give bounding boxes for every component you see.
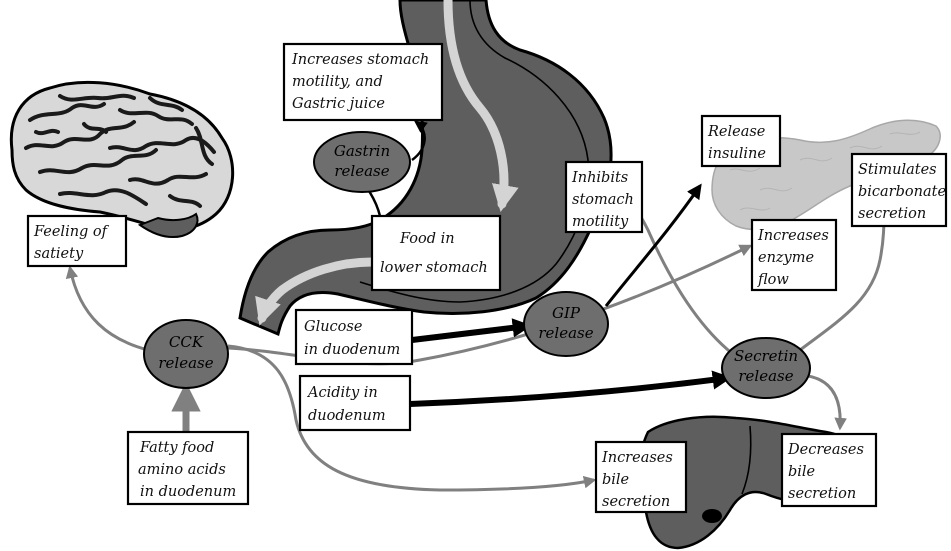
- fatty-line-3: in duodenum: [140, 484, 236, 500]
- fatty-line-1: Fatty food: [139, 440, 214, 456]
- glucose-line-1: Glucose: [304, 319, 362, 335]
- gastrin-release-node: Gastrin release: [314, 132, 410, 192]
- arrow-cck-to-satiety: [70, 268, 148, 350]
- gip-release-node: GIP release: [524, 292, 608, 356]
- box-fatty-food: Fatty food amino acids in duodenum: [128, 432, 248, 504]
- brain-illustration: [11, 82, 232, 237]
- acidity-line-1: Acidity in: [306, 385, 378, 401]
- bicarbonate-line-2: bicarbonate: [858, 184, 946, 200]
- cck-line-1: CCK: [169, 333, 204, 351]
- box-release-insuline: Release insuline: [702, 116, 780, 166]
- dec-bile-line-2: bile: [788, 464, 815, 480]
- inhibits-line-1: Inhibits: [571, 170, 628, 186]
- arrow-secretin-to-decreases-bile: [808, 376, 840, 428]
- acidity-line-2: duodenum: [308, 408, 386, 424]
- inc-bile-line-1: Increases: [601, 450, 673, 466]
- dec-bile-line-3: secretion: [788, 486, 856, 502]
- cck-line-2: release: [158, 354, 213, 372]
- box-stimulates-bicarbonate: Stimulates bicarbonate secretion: [852, 154, 946, 226]
- box-increases-enzyme: Increases enzyme flow: [752, 220, 836, 290]
- box-increases-motility: Increases stomach motility, and Gastric …: [284, 44, 442, 120]
- increases-motility-line-2: motility, and: [292, 74, 383, 90]
- fatty-line-2: amino acids: [138, 462, 226, 478]
- gip-line-1: GIP: [552, 304, 581, 322]
- inhibits-line-3: motility: [572, 214, 629, 230]
- insuline-line-1: Release: [707, 124, 765, 140]
- gastrin-line-2: release: [334, 162, 389, 180]
- dec-bile-line-1: Decreases: [787, 442, 864, 458]
- box-decreases-bile: Decreases bile secretion: [782, 434, 876, 506]
- box-inhibits-motility: Inhibits stomach motility: [566, 162, 642, 232]
- bicarbonate-line-1: Stimulates: [858, 162, 937, 178]
- secretin-line-2: release: [738, 367, 793, 385]
- enzyme-line-1: Increases: [757, 228, 829, 244]
- enzyme-line-2: enzyme: [758, 250, 814, 266]
- inc-bile-line-3: secretion: [602, 494, 670, 510]
- inc-bile-line-2: bile: [602, 472, 629, 488]
- secretin-line-1: Secretin: [734, 347, 798, 365]
- food-line-2: lower stomach: [380, 260, 488, 276]
- gip-line-2: release: [538, 324, 593, 342]
- glucose-line-2: in duodenum: [304, 342, 400, 358]
- box-food-lower-stomach: Food in lower stomach: [372, 216, 500, 290]
- inhibits-line-2: stomach: [572, 192, 634, 208]
- increases-motility-line-3: Gastric juice: [292, 96, 385, 112]
- secretin-release-node: Secretin release: [722, 338, 810, 398]
- box-glucose-duodenum: Glucose in duodenum: [296, 310, 412, 364]
- satiety-line-1: Feeling of: [33, 224, 110, 240]
- arrow-acidity-to-secretin: [410, 378, 728, 404]
- box-increases-bile: Increases bile secretion: [596, 442, 686, 512]
- increases-motility-line-1: Increases stomach: [291, 52, 429, 68]
- satiety-line-2: satiety: [34, 246, 84, 262]
- box-acidity-duodenum: Acidity in duodenum: [300, 376, 410, 430]
- enzyme-line-3: flow: [757, 272, 789, 288]
- insuline-line-2: insuline: [708, 146, 766, 162]
- cck-release-node: CCK release: [144, 320, 228, 388]
- gastrin-line-1: Gastrin: [334, 142, 390, 160]
- bicarbonate-line-3: secretion: [858, 206, 926, 222]
- food-line-1: Food in: [399, 231, 455, 247]
- box-feeling-satiety: Feeling of satiety: [28, 216, 126, 266]
